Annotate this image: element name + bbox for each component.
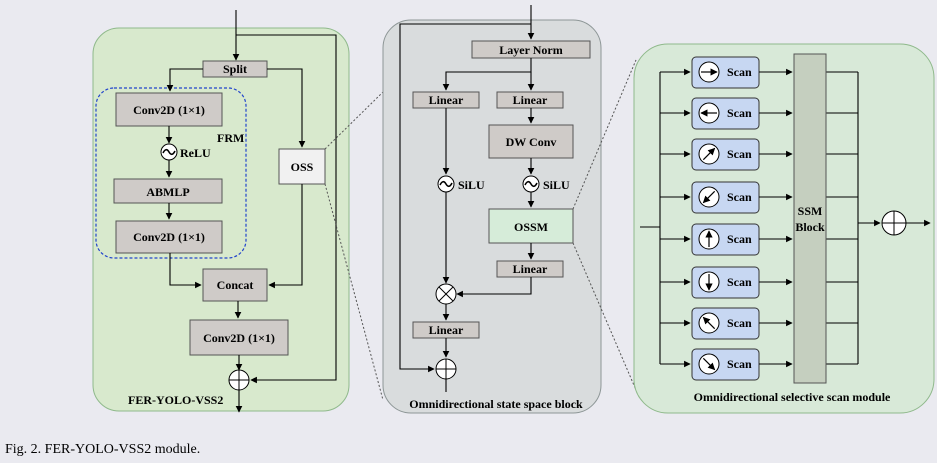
scan-label: Scan [727,190,752,204]
scan-direction-icon [698,353,720,375]
scan-row: Scan [660,181,858,214]
linear-right-box: Linear [496,91,564,109]
scan-direction-icon [698,312,720,334]
panel-omnidirectional-ss-block: Layer Norm Linear Linear DW Conv [382,5,602,414]
scan-label: Scan [727,232,752,246]
add-icon-scan [881,210,907,236]
ssm-block-box: SSM Block [793,53,827,384]
scan-row: Scan [660,97,858,130]
dw-conv-label: DW Conv [506,135,557,149]
scan-row: Scan [660,223,858,256]
scan-direction-icon [698,61,720,83]
linear-mid-box: Linear [496,260,564,278]
abmlp-box: ABMLP [113,178,223,204]
conv2d-3-label: Conv2D (1×1) [203,331,275,345]
layer-norm-label: Layer Norm [499,43,562,57]
scan-label: Scan [727,275,752,289]
conv2d-2-label: Conv2D (1×1) [133,230,205,244]
scan-label: Scan [727,147,752,161]
concat-label: Concat [217,278,254,292]
conv2d-box-1: Conv2D (1×1) [115,92,223,127]
ssm-label-line1: SSM [798,204,823,218]
ossm-label: OSSM [514,220,548,234]
linear-bottom-label: Linear [429,323,464,337]
scan-row: Scan [660,56,858,89]
panel1-title: FER-YOLO-VSS2 [128,393,223,407]
ssm-label-line2: Block [795,220,825,234]
multiply-icon [435,283,457,305]
linear-bottom-box: Linear [412,321,480,339]
panel3-title: Omnidirectional selective scan module [694,390,891,404]
oss-box: OSS [278,148,326,185]
linear-right-label: Linear [513,93,548,107]
panel-fer-yolo-vss2: Split Conv2D (1×1) FRM ReLU ABMLP Co [92,10,350,413]
linear-left-box: Linear [412,91,480,109]
scan-label: Scan [727,65,752,79]
abmlp-label: ABMLP [146,185,189,199]
scan-row: Scan [660,348,858,381]
conv2d-1-label: Conv2D (1×1) [133,103,205,117]
add-icon [228,369,250,391]
relu-label: ReLU [180,146,211,160]
scan-direction-icon [698,143,720,165]
silu-right-label: SiLU [543,178,570,192]
relu-icon [160,143,178,161]
conv2d-box-3: Conv2D (1×1) [189,319,289,356]
scan-direction-icon [698,186,720,208]
oss-label: OSS [291,160,314,174]
frm-label: FRM [217,131,244,145]
scan-direction-icon [698,271,720,293]
scan-row: Scan [660,266,858,299]
silu-left-icon [437,175,455,193]
layer-norm-box: Layer Norm [471,40,591,59]
scan-row: Scan [660,138,858,171]
add-icon-block [435,358,457,380]
split-box: Split [202,60,268,78]
scan-label: Scan [727,316,752,330]
scan-row: Scan [660,307,858,340]
scan-label: Scan [727,106,752,120]
ossm-box: OSSM [488,208,574,244]
scan-direction-icon [698,102,720,124]
scan-direction-icon [698,228,720,250]
linear-left-label: Linear [429,93,464,107]
figure-caption: Fig. 2. FER-YOLO-VSS2 module. [5,442,200,457]
silu-left-label: SiLU [458,178,485,192]
panel2-title: Omnidirectional state space block [409,397,583,411]
silu-right-icon [522,175,540,193]
dw-conv-box: DW Conv [488,124,574,159]
conv2d-box-2: Conv2D (1×1) [115,220,223,254]
split-label: Split [223,62,247,76]
linear-mid-label: Linear [513,262,548,276]
scan-label: Scan [727,357,752,371]
concat-box: Concat [202,268,268,302]
